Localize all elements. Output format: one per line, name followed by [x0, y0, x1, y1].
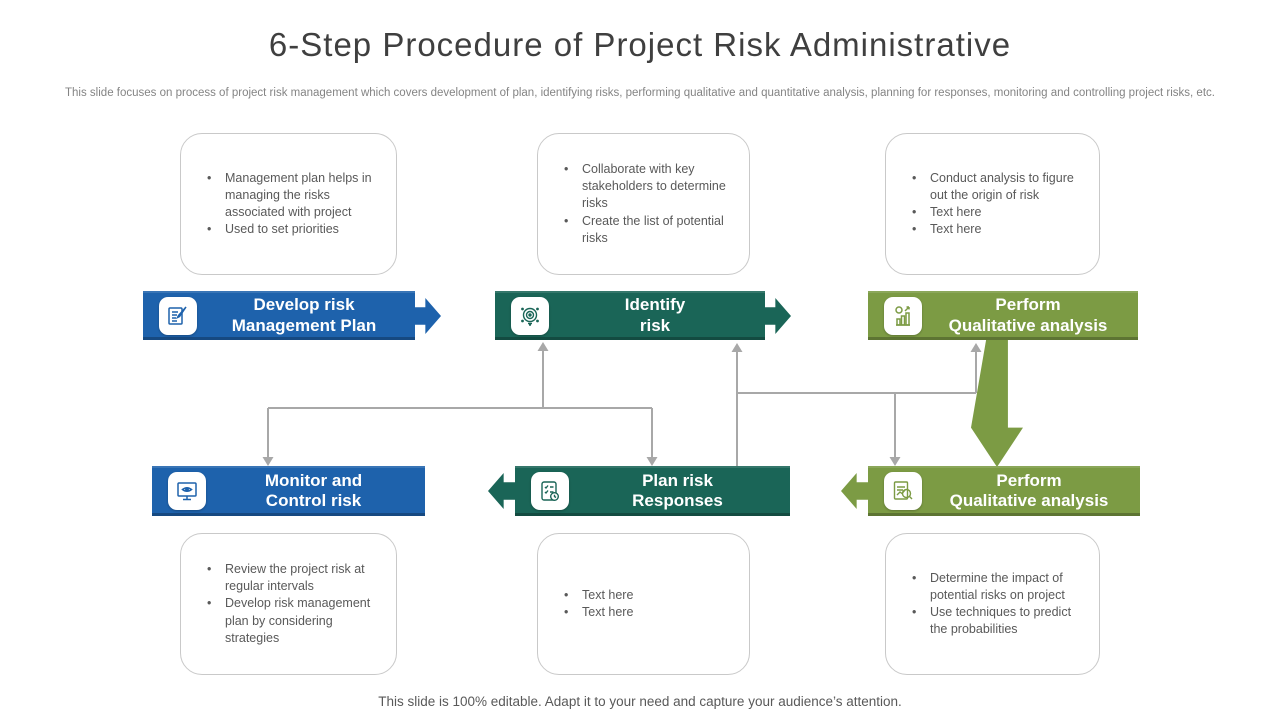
bullet-list: Conduct analysis to figure out the origi…	[900, 170, 1085, 239]
step-banner-identify-risk: Identify risk	[495, 291, 765, 340]
bullet-item: Conduct analysis to figure out the origi…	[900, 170, 1085, 205]
callout-qualitative-top: Conduct analysis to figure out the origi…	[885, 133, 1100, 275]
callout-monitor-control: Review the project risk at regular inter…	[180, 533, 397, 675]
bullet-list: Collaborate with key stakeholders to det…	[552, 161, 735, 247]
banner-label-line2: Qualitative analysis	[949, 491, 1109, 510]
step-banner-monitor-control: Monitor and Control risk	[152, 466, 425, 516]
step-banner-perform-qualitative-2: Perform Qualitative analysis	[868, 466, 1140, 516]
document-analysis-icon	[884, 472, 922, 510]
step-banner-develop-risk: Develop risk Management Plan	[143, 291, 415, 340]
callout-qualitative-bottom: Determine the impact of potential risks …	[885, 533, 1100, 675]
callout-develop-risk: Management plan helps in managing the ri…	[180, 133, 397, 275]
bullet-item: Text here	[552, 604, 633, 622]
flow-arrow-right-2	[764, 298, 791, 334]
bullet-item: Review the project risk at regular inter…	[195, 561, 382, 596]
bullet-item: Use techniques to predict the probabilit…	[900, 604, 1085, 639]
bullet-item: Collaborate with key stakeholders to det…	[552, 161, 735, 213]
banner-label-line2: Qualitative analysis	[948, 315, 1108, 335]
banner-label-line1: Develop risk	[253, 295, 355, 315]
bullet-item: Text here	[900, 221, 1085, 239]
bullet-list: Review the project risk at regular inter…	[195, 561, 382, 647]
banner-label: Identify risk	[549, 295, 765, 335]
bullet-item: Text here	[552, 587, 633, 605]
banner-label-line1: Plan risk	[642, 470, 713, 490]
banner-label-line1: Identify	[624, 295, 686, 315]
blueprint-pencil-icon	[159, 296, 197, 335]
callout-identify-risk: Collaborate with key stakeholders to det…	[537, 133, 750, 275]
banner-label-line1: Perform	[995, 295, 1061, 315]
bullet-list: Determine the impact of potential risks …	[900, 570, 1085, 639]
monitor-eye-icon	[168, 472, 206, 510]
bullet-item: Determine the impact of potential risks …	[900, 570, 1085, 605]
banner-label-line2: Management Plan	[231, 315, 377, 335]
step-banner-plan-responses: Plan risk Responses	[515, 466, 790, 516]
banner-label: Perform Qualitative analysis	[922, 295, 1138, 335]
bullet-item: Used to set priorities	[195, 221, 382, 239]
bullet-list: Text here Text here	[552, 587, 633, 622]
bullet-item: Management plan helps in managing the ri…	[195, 170, 382, 222]
banner-label: Monitor and Control risk	[206, 471, 425, 511]
slide-subtitle: This slide focuses on process of project…	[65, 87, 1215, 99]
banner-label: Perform Qualitative analysis	[922, 471, 1140, 511]
step-banner-perform-qualitative-1: Perform Qualitative analysis	[868, 291, 1138, 340]
page-title: 6-Step Procedure of Project Risk Adminis…	[268, 26, 1012, 63]
flow-arrow-left-1	[488, 473, 515, 509]
banner-label-line1: Perform	[996, 470, 1062, 490]
chart-growth-icon	[884, 296, 922, 335]
banner-label-line2: Responses	[632, 491, 723, 510]
big-down-arrow	[971, 340, 1023, 467]
bullet-list: Management plan helps in managing the ri…	[195, 170, 382, 239]
banner-label: Plan risk Responses	[569, 471, 790, 511]
banner-label-line2: risk	[639, 315, 671, 335]
banner-label: Develop risk Management Plan	[197, 295, 415, 335]
callout-plan-responses: Text here Text here	[537, 533, 750, 675]
banner-label-line2: Control risk	[265, 491, 362, 510]
checklist-clock-icon	[531, 472, 569, 510]
bullet-item: Text here	[900, 204, 1085, 222]
flow-arrow-right-1	[414, 298, 441, 334]
banner-label-line1: Monitor and	[264, 470, 363, 490]
footer-note: This slide is 100% editable. Adapt it to…	[378, 694, 902, 709]
bullet-item: Develop risk management plan by consider…	[195, 595, 382, 647]
identify-sphere-icon	[511, 296, 549, 335]
bullet-item: Create the list of potential risks	[552, 213, 735, 248]
flow-arrow-left-2	[841, 473, 868, 509]
